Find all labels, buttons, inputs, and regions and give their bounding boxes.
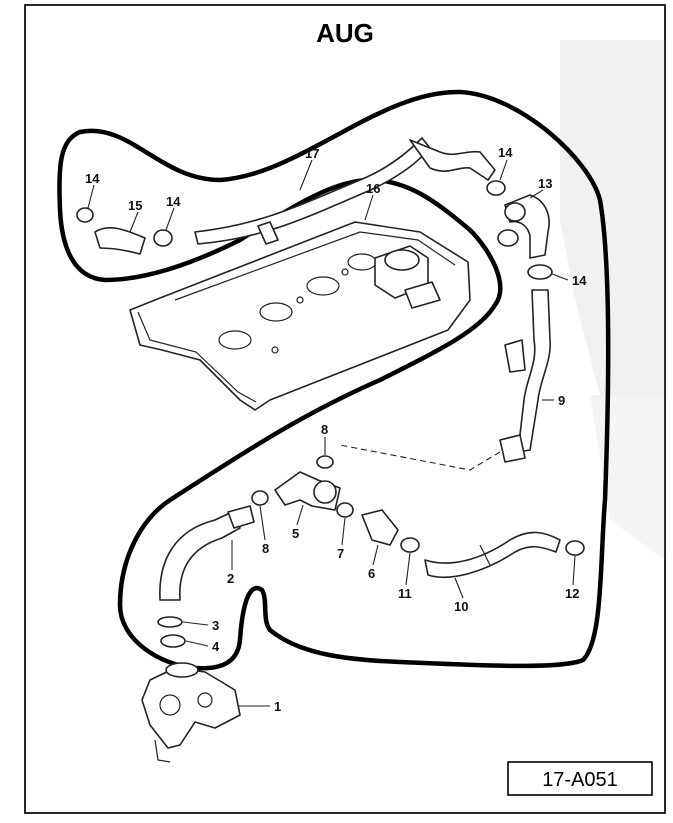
callout-4: 4	[212, 639, 220, 654]
callout-14-left: 14	[85, 171, 100, 186]
callout-7: 7	[337, 546, 344, 561]
callout-9: 9	[558, 393, 565, 408]
cylinder-head-cover	[129, 221, 471, 411]
figure-code-box: 17-A051	[507, 761, 653, 796]
figure-code: 17-A051	[542, 769, 618, 791]
leader-lines	[87, 159, 576, 707]
right-pipe-assembly	[497, 194, 553, 463]
callout-16: 16	[366, 181, 380, 196]
callout-14-mid: 14	[166, 194, 181, 209]
scan-shading	[560, 40, 665, 560]
callout-14-top: 14	[498, 145, 513, 160]
callout-14-right: 14	[572, 273, 587, 288]
coolant-pump	[141, 662, 241, 763]
callout-1: 1	[274, 699, 281, 714]
diagram-title: AUG	[316, 18, 374, 48]
callout-13: 13	[538, 176, 552, 191]
callout-17: 17	[305, 146, 319, 161]
lower-hose-assembly	[157, 455, 585, 648]
callout-6: 6	[368, 566, 375, 581]
page-frame	[24, 4, 666, 814]
callout-15: 15	[128, 198, 142, 213]
hose-group-outline	[57, 89, 611, 671]
callout-labels: 1 2 3 4 5 6 7 8 8 9 10 11 12 13 14 14 14…	[85, 145, 587, 714]
callout-3: 3	[212, 618, 219, 633]
dashed-connection	[339, 444, 501, 471]
upper-hose-assembly	[76, 137, 506, 255]
callout-10: 10	[454, 599, 468, 614]
callout-8-upper: 8	[321, 422, 328, 437]
callout-2: 2	[227, 571, 234, 586]
callout-8-lower: 8	[262, 541, 269, 556]
callout-12: 12	[565, 586, 579, 601]
callout-11: 11	[398, 586, 412, 601]
callout-5: 5	[292, 526, 299, 541]
